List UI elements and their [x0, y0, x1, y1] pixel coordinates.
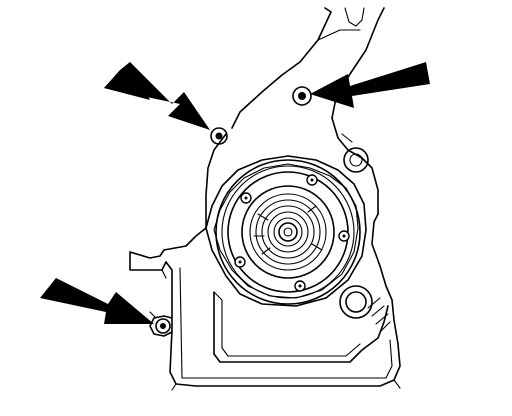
mounting-bolt-lower-left	[155, 318, 171, 334]
hub-bolt	[338, 230, 350, 242]
hub-bolt	[234, 256, 246, 268]
engine-cover-outline	[129, 7, 401, 391]
callout-arrow-upper-right	[310, 62, 430, 108]
idler-boss	[339, 285, 373, 319]
callout-arrow-lower-left	[40, 278, 154, 324]
upper-boss	[343, 147, 369, 173]
callout-arrow-upper-left	[104, 62, 210, 130]
pump-hub	[234, 174, 350, 292]
mounting-bolt-upper-left	[210, 127, 228, 145]
mounting-bolt-upper-right	[292, 86, 312, 106]
hub-bolt	[306, 174, 318, 186]
hub-bolt	[294, 280, 306, 292]
hub-bolt	[240, 192, 252, 204]
